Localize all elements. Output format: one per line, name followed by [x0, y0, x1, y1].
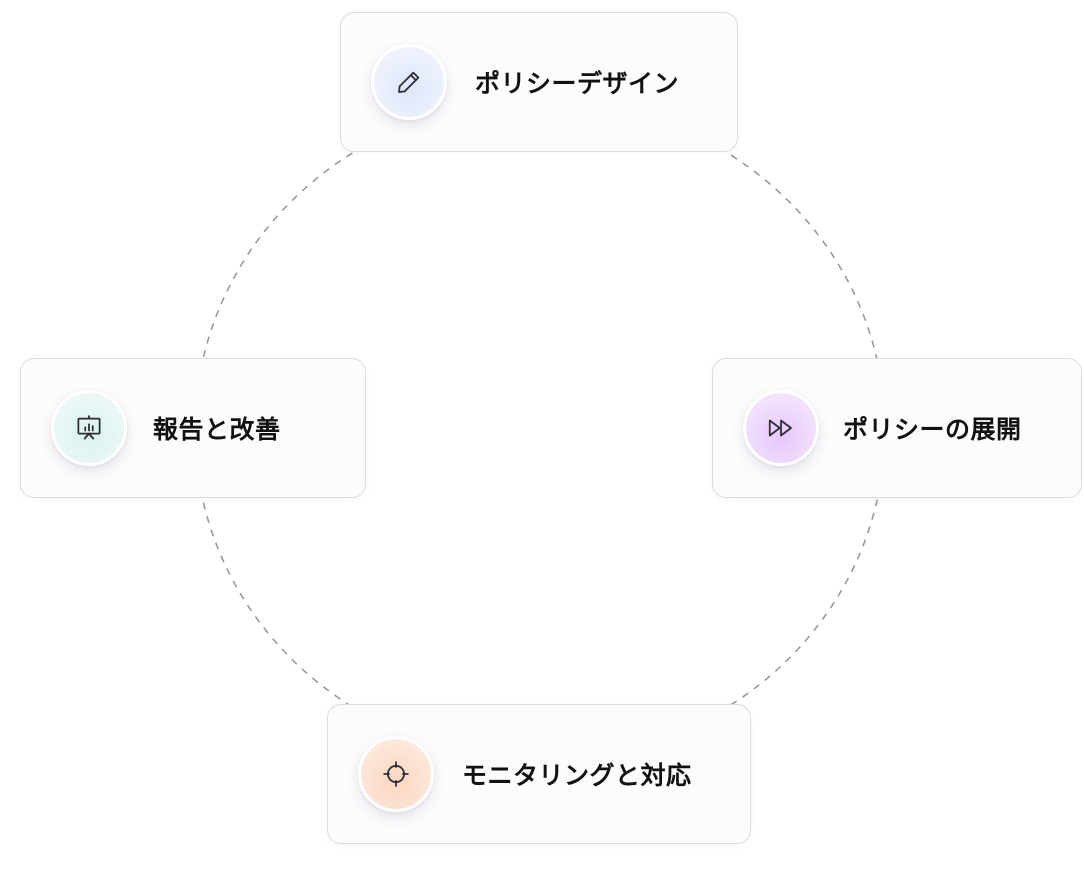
fast-forward-icon [743, 390, 819, 466]
step-label: ポリシーデザイン [475, 69, 680, 98]
step-card-policy-deployment[interactable]: ポリシーの展開 [712, 358, 1082, 498]
step-card-policy-design[interactable]: ポリシーデザイン [340, 12, 738, 152]
step-label: ポリシーの展開 [843, 415, 1022, 444]
step-label: 報告と改善 [153, 415, 281, 444]
pencil-icon [371, 44, 447, 120]
step-card-monitoring-response[interactable]: モニタリングと対応 [327, 704, 751, 844]
step-label: モニタリングと対応 [462, 761, 692, 790]
presentation-chart-icon [51, 390, 127, 466]
crosshair-icon [358, 736, 434, 812]
step-card-report-improve[interactable]: 報告と改善 [20, 358, 366, 498]
